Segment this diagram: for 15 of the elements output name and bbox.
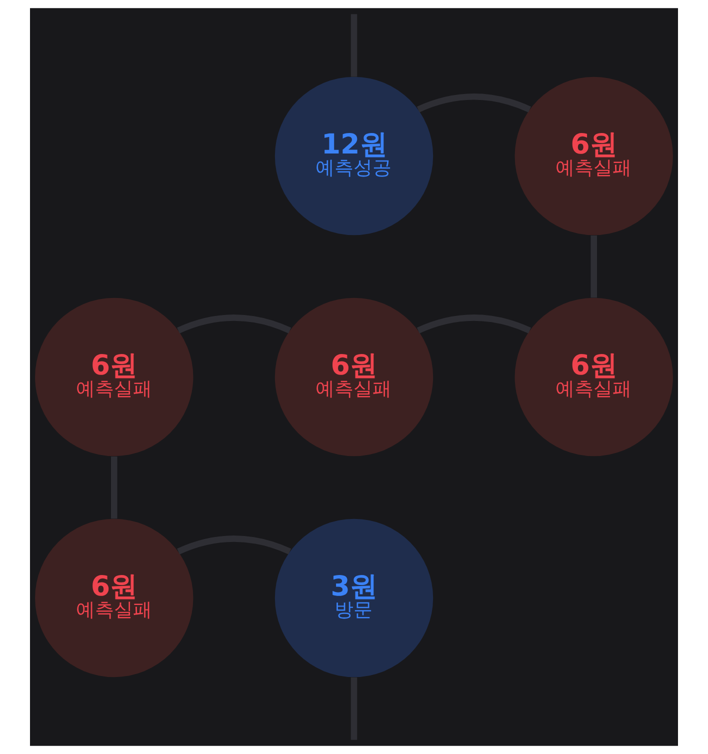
node-circle: 6원 예측실패 — [35, 298, 194, 456]
node-circle: 6원 예측실패 — [514, 298, 673, 456]
node-circle: 12원 예측성공 — [274, 76, 434, 236]
node-circle: 6원 예측실패 — [35, 518, 194, 678]
connector — [416, 314, 531, 334]
connector — [177, 536, 292, 554]
node-circle: 6원 예측실패 — [514, 76, 673, 236]
node-circle: 3원 방문 — [274, 518, 434, 678]
connector — [350, 14, 358, 77]
connector — [111, 456, 118, 519]
connector — [416, 94, 531, 112]
node-circle: 6원 예측실패 — [274, 298, 434, 456]
connector — [177, 314, 292, 334]
connector — [590, 236, 597, 298]
connector — [350, 677, 358, 740]
